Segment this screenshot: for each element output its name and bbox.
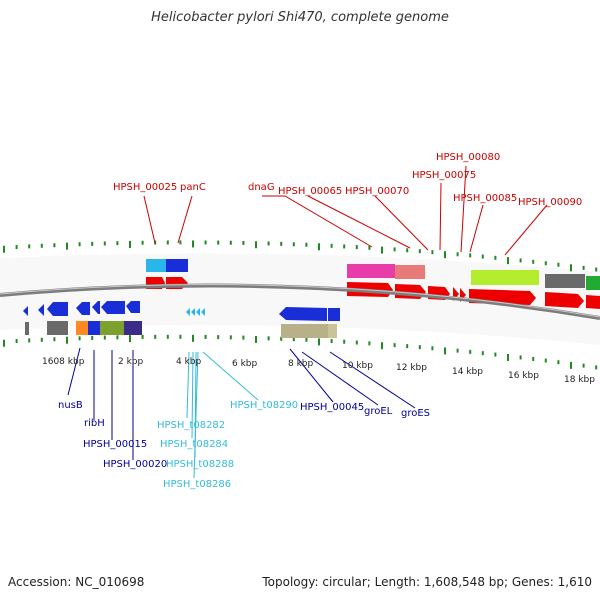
gene-block[interactable] — [166, 259, 188, 272]
leader-lines — [67, 165, 548, 479]
gene-arrow[interactable] — [23, 306, 28, 316]
gene-arrow[interactable] — [279, 307, 327, 321]
reverse-gene-label[interactable]: groEL — [364, 406, 393, 417]
reverse-gene-label[interactable]: HPSH_00045 — [300, 402, 364, 413]
genome-backbone-highlight — [0, 284, 600, 318]
gene-block[interactable] — [586, 276, 600, 290]
scale-labels: 1608 kbp 2 kbp 4 kbp 6 kbp 8 kbp 10 kbp 12 kbp… — [42, 357, 595, 385]
scale-label: 4 kbp — [176, 357, 202, 367]
scale-label: 16 kbp — [508, 371, 539, 381]
trna-label[interactable]: HPSH_t08288 — [166, 459, 234, 470]
gene-block[interactable] — [545, 274, 585, 288]
genome-title: Helicobacter pylori Shi470, complete gen… — [151, 10, 449, 25]
gene-arrow[interactable] — [76, 302, 90, 315]
gene-arrow[interactable] — [101, 301, 125, 314]
gene-arrow[interactable] — [586, 295, 600, 309]
gene-block[interactable] — [328, 324, 337, 338]
forward-gene-label[interactable]: HPSH_00070 — [345, 186, 409, 197]
gene-block[interactable] — [471, 270, 539, 285]
gene-block[interactable] — [100, 321, 124, 335]
scale-label: 6 kbp — [232, 359, 258, 369]
trna-arrow[interactable] — [196, 308, 200, 316]
forward-gene-label[interactable]: HPSH_00080 — [436, 152, 500, 163]
scale-label: 14 kbp — [452, 367, 483, 377]
trna-label[interactable]: HPSH_t08284 — [160, 439, 228, 450]
forward-gene-label[interactable]: dnaG — [248, 182, 275, 193]
trna-label[interactable]: HPSH_t08286 — [163, 479, 231, 490]
trna-label[interactable]: HPSH_t08290 — [230, 400, 298, 411]
forward-gene-label[interactable]: HPSH_00065 — [278, 186, 342, 197]
forward-gene-label[interactable]: panC — [180, 182, 206, 193]
reverse-gene-label[interactable]: HPSH_00015 — [83, 439, 147, 450]
scale-label: 18 kbp — [564, 375, 595, 385]
reverse-gene-label[interactable]: nusB — [58, 400, 83, 411]
tick-row-top — [3, 240, 598, 272]
gene-arrow[interactable] — [126, 301, 140, 313]
accession-text: Accession: NC_010698 — [8, 575, 145, 589]
gene-block[interactable] — [395, 265, 425, 279]
reverse-gene-label[interactable]: ribH — [84, 418, 105, 429]
forward-gene-label[interactable]: HPSH_00025 — [113, 182, 177, 193]
gene-block[interactable] — [88, 321, 100, 335]
scale-label: 12 kbp — [396, 363, 427, 373]
gene-arrow[interactable] — [545, 292, 584, 308]
scale-label: 2 kbp — [118, 357, 144, 367]
gene-arrow[interactable] — [47, 302, 68, 316]
reverse-genes — [23, 301, 340, 338]
scale-label: 10 kbp — [342, 361, 373, 371]
trna-label[interactable]: HPSH_t08282 — [157, 420, 225, 431]
gene-arrow[interactable] — [328, 308, 340, 321]
forward-gene-label[interactable]: HPSH_00090 — [518, 197, 582, 208]
genome-backbone — [0, 283, 600, 320]
gene-arrow[interactable] — [38, 304, 44, 316]
gene-block[interactable] — [281, 324, 337, 338]
gene-block[interactable] — [47, 321, 68, 335]
reverse-gene-label[interactable]: groES — [401, 408, 430, 419]
gene-block[interactable] — [347, 264, 395, 278]
forward-gene-label[interactable]: HPSH_00085 — [453, 193, 517, 204]
gene-block[interactable] — [124, 321, 142, 335]
scale-label: 8 kbp — [288, 359, 314, 369]
gene-arrow[interactable] — [92, 301, 100, 314]
scale-label: 1608 kbp — [42, 357, 85, 367]
trna-arrow[interactable] — [191, 308, 195, 316]
genome-summary-text: Topology: circular; Length: 1,608,548 bp… — [262, 575, 592, 589]
forward-gene-label[interactable]: HPSH_00075 — [412, 170, 476, 181]
gene-block[interactable] — [146, 259, 166, 272]
trna-arrow[interactable] — [201, 308, 205, 316]
gene-block[interactable] — [76, 321, 88, 335]
gene-block[interactable] — [25, 322, 29, 335]
track-band — [0, 253, 600, 345]
trna-arrow[interactable] — [186, 308, 190, 316]
reverse-gene-label[interactable]: HPSH_00020 — [103, 459, 167, 470]
